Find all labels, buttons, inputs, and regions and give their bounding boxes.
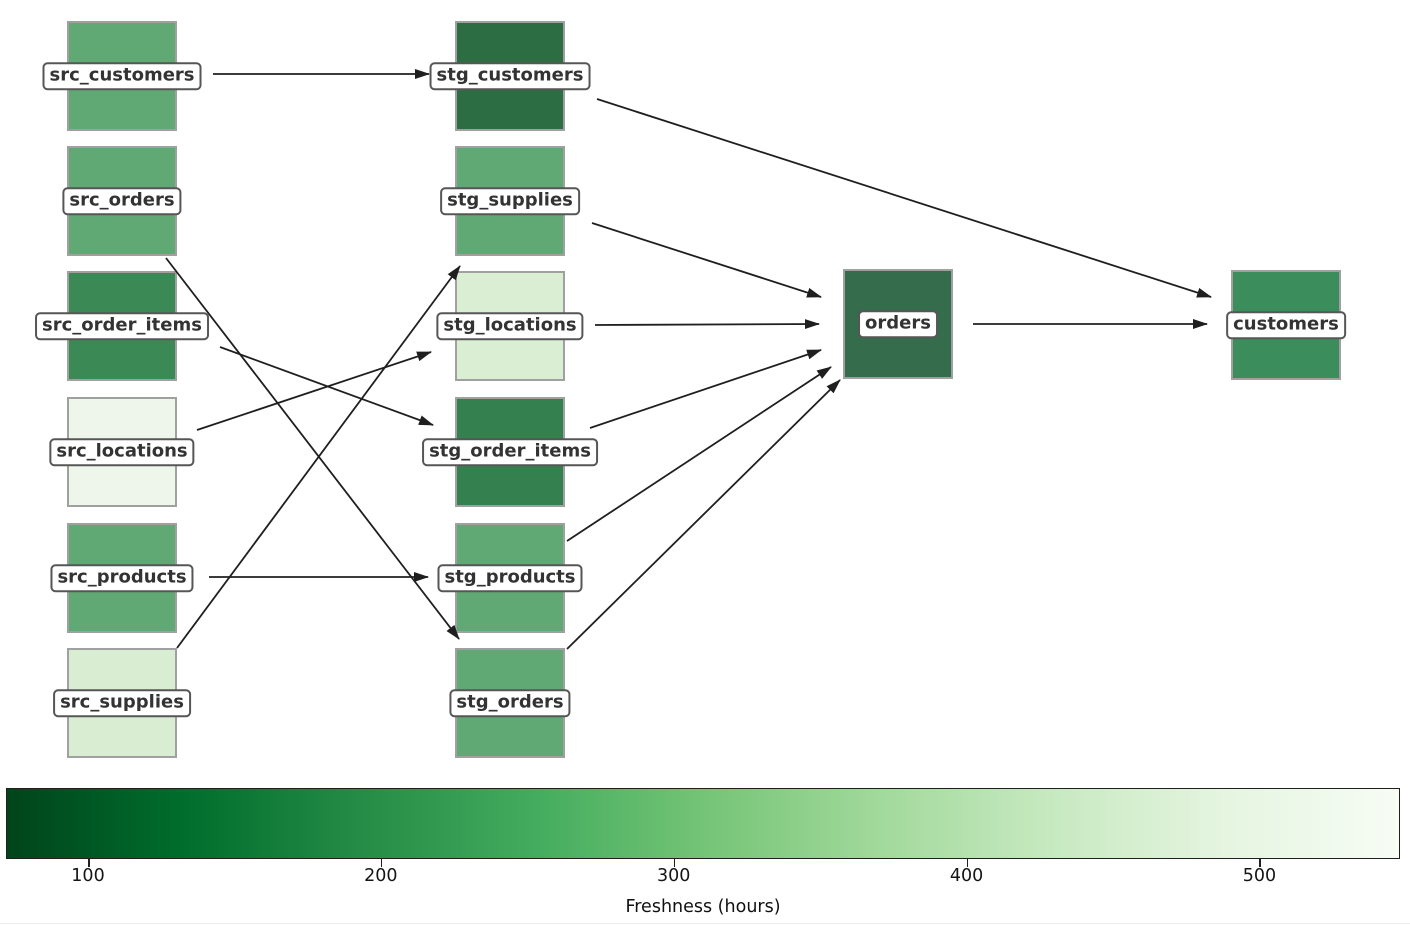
node-label-stg_order_items: stg_order_items — [422, 438, 598, 466]
node-label-src_locations: src_locations — [49, 438, 195, 466]
colorbar-tick-300 — [673, 859, 676, 867]
colorbar-tick-label-300: 300 — [657, 866, 691, 886]
colorbar-tick-500 — [1259, 859, 1262, 867]
node-label-stg_products: stg_products — [437, 564, 583, 592]
node-label-stg_customers: stg_customers — [429, 62, 591, 90]
edge-stg_supplies-to-orders — [591, 222, 822, 298]
edge-stg_customers-to-customers — [596, 98, 1212, 298]
colorbar-tick-200 — [380, 859, 383, 867]
colorbar-tick-400 — [966, 859, 969, 867]
edge-stg_locations-to-orders — [594, 319, 820, 330]
node-label-stg_supplies: stg_supplies — [440, 187, 580, 215]
node-label-src_orders: src_orders — [62, 187, 182, 215]
edge-src_orders-to-stg_orders — [165, 257, 460, 640]
node-label-stg_locations: stg_locations — [436, 312, 584, 340]
edge-stg_products-to-orders — [566, 366, 832, 542]
node-label-orders: orders — [858, 310, 938, 338]
colorbar-tick-label-200: 200 — [364, 866, 398, 886]
edge-stg_orders-to-orders — [566, 379, 841, 650]
colorbar-tick-label-500: 500 — [1242, 866, 1277, 886]
lineage-graph-canvas — [67, 21, 1341, 758]
node-label-src_order_items: src_order_items — [35, 312, 209, 340]
colorbar-tick-label-100: 100 — [71, 866, 105, 886]
colorbar-gradient — [6, 788, 1400, 859]
edge-stg_order_items-to-orders — [589, 349, 822, 429]
colorbar-tick-100 — [88, 859, 90, 867]
figure-bottom-hairline — [0, 923, 1410, 924]
node-label-src_supplies: src_supplies — [53, 689, 191, 717]
node-label-stg_orders: stg_orders — [449, 689, 571, 717]
edge-src_locations-to-stg_locations — [196, 351, 432, 431]
colorbar-axis-label: Freshness (hours) — [625, 897, 781, 917]
edge-layer — [165, 69, 1212, 650]
node-label-src_products: src_products — [50, 564, 194, 592]
node-label-src_customers: src_customers — [42, 62, 202, 90]
node-label-customers: customers — [1226, 311, 1346, 339]
colorbar-tick-label-400: 400 — [949, 866, 984, 886]
edge-src_supplies-to-stg_supplies — [176, 265, 461, 649]
